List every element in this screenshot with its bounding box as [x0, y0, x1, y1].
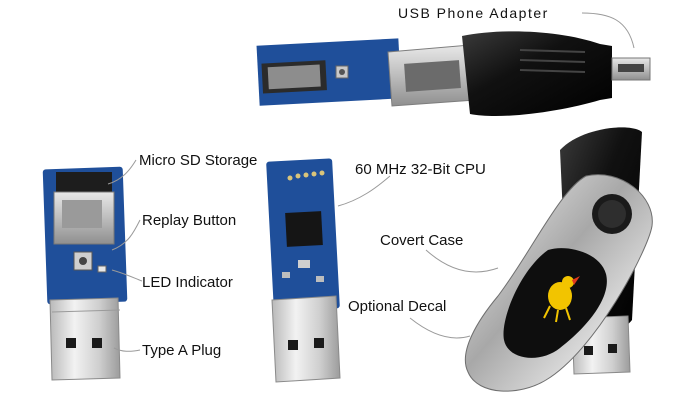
label-led-indicator: LED Indicator — [142, 274, 233, 291]
decal-logo — [543, 276, 580, 323]
leader-covert-case — [425, 249, 499, 273]
leader-usb-phone-adapter — [581, 12, 635, 49]
leader-decal — [409, 317, 471, 339]
left-device-back — [42, 166, 128, 381]
label-covert-case: Covert Case — [380, 232, 464, 249]
middle-device-front — [266, 158, 341, 383]
label-usb-phone-adapter: USB Phone Adapter — [398, 5, 549, 21]
leader-replay — [111, 219, 141, 251]
leader-cpu — [337, 175, 391, 207]
label-micro-sd-storage: Micro SD Storage — [139, 152, 258, 169]
leader-type-a — [113, 347, 141, 352]
label-cpu: 60 MHz 32-Bit CPU — [355, 161, 486, 178]
leader-micro-sd — [107, 159, 137, 185]
leader-lines — [107, 12, 635, 352]
label-replay-button: Replay Button — [142, 212, 237, 229]
covert-case-device — [464, 127, 653, 392]
label-type-a-plug: Type A Plug — [142, 342, 222, 359]
leader-led — [111, 269, 143, 282]
usb-phone-adapter-assembly — [256, 31, 651, 117]
label-optional-decal: Optional Decal — [348, 298, 447, 315]
cpu-chip — [285, 211, 323, 247]
